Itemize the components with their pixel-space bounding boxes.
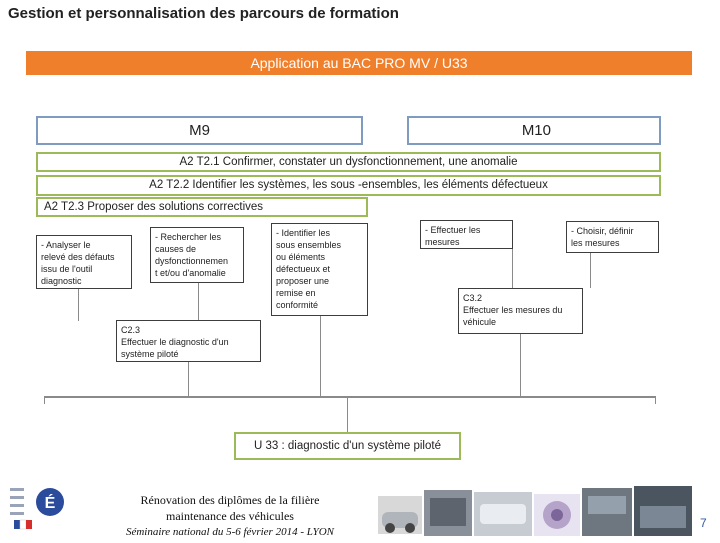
connector-line [655, 396, 656, 404]
competence-c32: C3.2 Effectuer les mesures du véhicule [458, 288, 583, 334]
ministry-logo: É [6, 478, 66, 534]
page-title: Gestion et personnalisation des parcours… [8, 5, 399, 22]
module-m10: M10 [407, 116, 661, 145]
unit-u33: U 33 : diagnostic d'un système piloté [234, 432, 461, 460]
automotive-photo-strip [378, 486, 692, 538]
competence-c23: C2.3 Effectuer le diagnostic d'un systèm… [116, 320, 261, 362]
connector-line [520, 334, 521, 396]
application-banner: Application au BAC PRO MV / U33 [26, 51, 692, 75]
connector-line [590, 252, 591, 288]
activity-analyser: - Analyser le relevé des défauts issu de… [36, 235, 132, 289]
task-a2-t22: A2 T2.2 Identifier les systèmes, les sou… [36, 175, 661, 196]
connector-line [44, 396, 45, 404]
connector-line [347, 396, 348, 432]
footer-subtitle: Séminaire national du 5-6 février 2014 -… [125, 526, 335, 538]
connector-line [188, 361, 189, 396]
activity-choisir: - Choisir, définir les mesures [566, 221, 659, 253]
task-a2-t23: A2 T2.3 Proposer des solutions correctiv… [36, 197, 368, 217]
activity-rechercher: - Rechercher les causes de dysfonctionne… [150, 227, 244, 283]
horizontal-connector [44, 396, 656, 398]
connector-line [512, 248, 513, 288]
svg-text:É: É [45, 493, 56, 512]
module-m9: M9 [36, 116, 363, 145]
activity-effectuer: - Effectuer les mesures [420, 220, 513, 249]
task-a2-t21: A2 T2.1 Confirmer, constater un dysfonct… [36, 152, 661, 172]
footer-title: Rénovation des diplômes de la filière ma… [140, 493, 320, 523]
connector-line [78, 288, 79, 321]
connector-line [320, 316, 321, 396]
activity-identifier: - Identifier les sous ensembles ou éléme… [271, 223, 368, 316]
connector-line [198, 282, 199, 321]
page-number: 7 [700, 516, 707, 530]
